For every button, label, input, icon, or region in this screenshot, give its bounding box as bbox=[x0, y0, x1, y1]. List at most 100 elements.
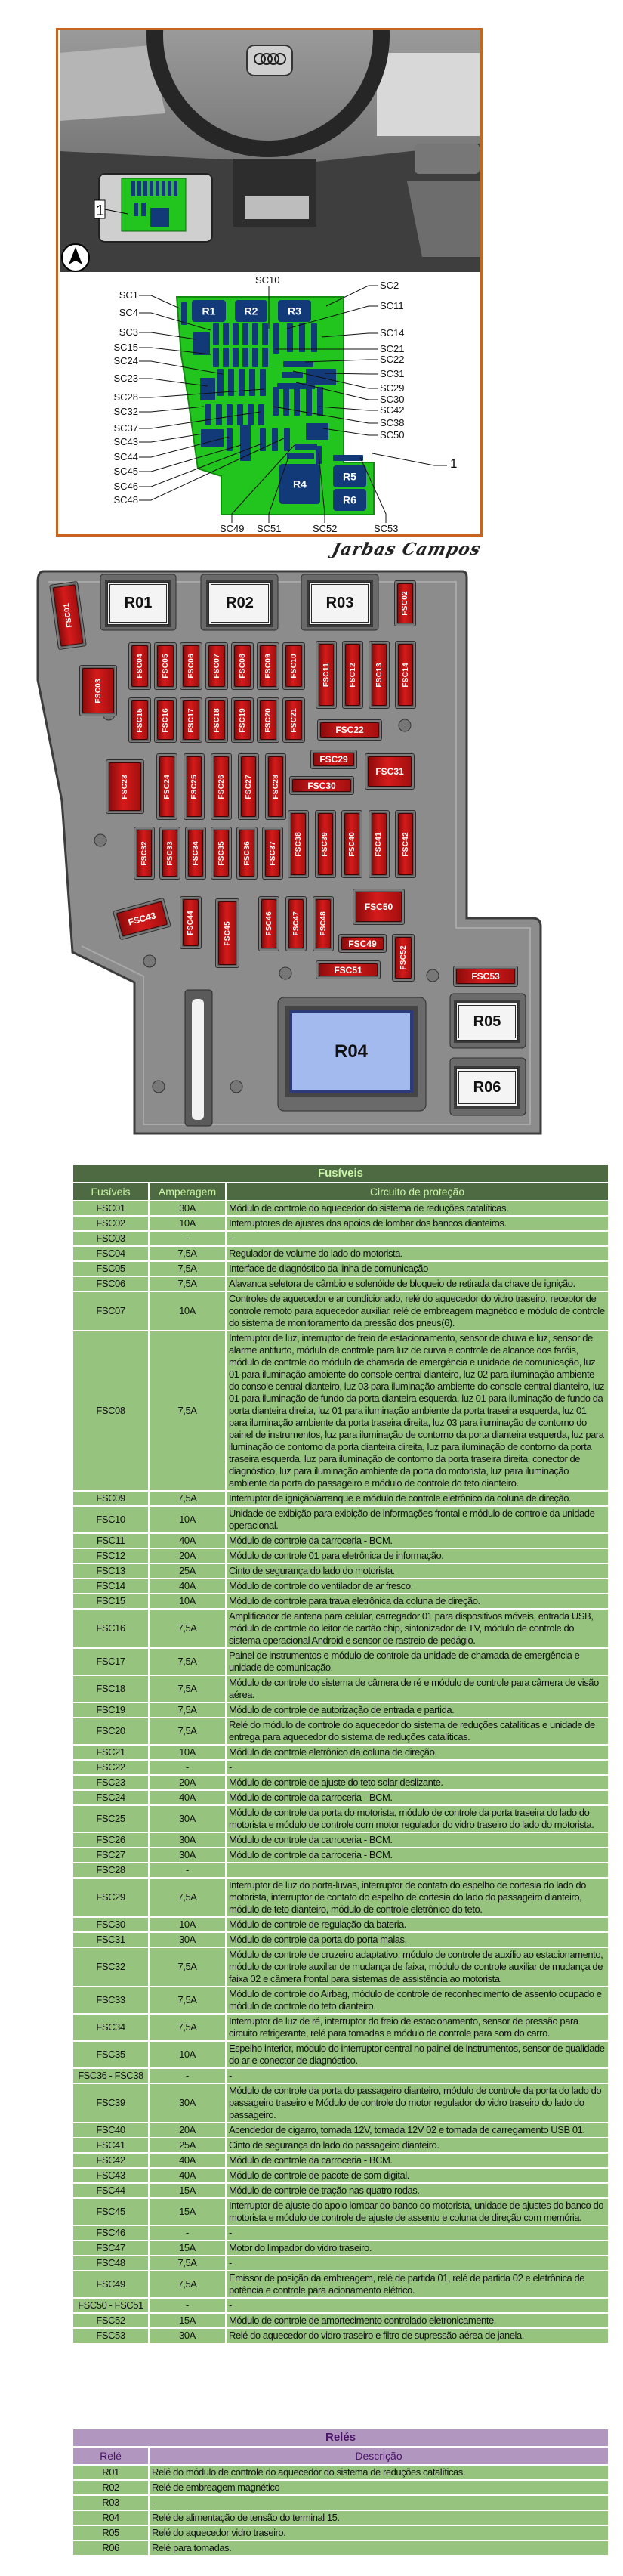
fuse-fsc05[interactable]: FSC05 bbox=[157, 645, 174, 687]
fuse-fsc39[interactable]: FSC39 bbox=[317, 813, 333, 875]
fuse-fsc24[interactable]: FSC24 bbox=[159, 756, 174, 817]
fuse-label: FSC22 bbox=[335, 725, 364, 735]
fuse-fsc29[interactable]: FSC29 bbox=[313, 753, 354, 766]
fuse-fsc35[interactable]: FSC35 bbox=[214, 830, 229, 877]
table-row: FSC28- bbox=[72, 1862, 609, 1879]
fuse-fsc25[interactable]: FSC25 bbox=[187, 756, 202, 817]
fuse-fsc48[interactable]: FSC48 bbox=[316, 899, 331, 948]
fuse-fsc27[interactable]: FSC27 bbox=[241, 756, 256, 817]
fuse-fsc31[interactable]: FSC31 bbox=[368, 756, 412, 787]
fuse-fsc08[interactable]: FSC08 bbox=[234, 645, 251, 687]
fuse-fsc17[interactable]: FSC17 bbox=[183, 700, 199, 740]
fuse-fsc14[interactable]: FSC14 bbox=[398, 644, 413, 706]
fuse-amperage: 15A bbox=[148, 2182, 227, 2199]
relay-r03[interactable]: R03 bbox=[307, 580, 373, 627]
fuse-fsc11[interactable]: FSC11 bbox=[319, 644, 334, 706]
fuse-fsc18[interactable]: FSC18 bbox=[208, 700, 225, 740]
fuse-id: FSC26 bbox=[72, 1832, 150, 1848]
fuse-circuit: Módulo de controle de regulação da bater… bbox=[225, 1916, 609, 1933]
fuse-fsc52[interactable]: FSC52 bbox=[395, 937, 412, 979]
fuse-fsc53[interactable]: FSC53 bbox=[456, 969, 515, 984]
fuse-fsc30[interactable]: FSC30 bbox=[292, 779, 351, 792]
fuse-fsc36[interactable]: FSC36 bbox=[239, 830, 254, 877]
fuse-fsc19[interactable]: FSC19 bbox=[234, 700, 251, 740]
schematic-label: SC38 bbox=[380, 417, 405, 428]
fuse-amperage: 40A bbox=[148, 2152, 227, 2169]
fuse-fsc22[interactable]: FSC22 bbox=[320, 722, 379, 738]
fuse-amperage: 10A bbox=[148, 1744, 227, 1761]
fuse-label: FSC39 bbox=[321, 831, 329, 857]
fuse-label: FSC34 bbox=[191, 840, 200, 866]
fuse-fsc23[interactable]: FSC23 bbox=[109, 762, 141, 811]
fuse-circuit: Painel de instrumentos e módulo de contr… bbox=[225, 1647, 609, 1676]
fuse-fsc03[interactable]: FSC03 bbox=[82, 668, 114, 713]
fuse-fsc12[interactable]: FSC12 bbox=[345, 644, 360, 706]
fuse-circuit: - bbox=[225, 2067, 609, 2084]
fuse-id: FSC39 bbox=[72, 2083, 150, 2123]
fuse-fsc07[interactable]: FSC07 bbox=[208, 645, 225, 687]
fuse-fsc06[interactable]: FSC06 bbox=[183, 645, 199, 687]
fuse-fsc26[interactable]: FSC26 bbox=[214, 756, 229, 817]
fuse-fsc40[interactable]: FSC40 bbox=[344, 813, 359, 875]
fuse-id: FSC28 bbox=[72, 1862, 150, 1879]
fuse-id: FSC04 bbox=[72, 1245, 150, 1262]
fuse-id: FSC27 bbox=[72, 1847, 150, 1863]
fuse-id: FSC01 bbox=[72, 1200, 150, 1217]
fuse-fsc09[interactable]: FSC09 bbox=[260, 645, 276, 687]
fuse-fsc15[interactable]: FSC15 bbox=[131, 700, 148, 740]
relay-r05[interactable]: R05 bbox=[454, 1000, 520, 1043]
fuse-amperage: 7,5A bbox=[148, 1330, 227, 1492]
fuse-circuit: Módulo de controle da carroceria - BCM. bbox=[225, 1847, 609, 1863]
fuse-fsc51[interactable]: FSC51 bbox=[319, 963, 378, 976]
fuse-label: FSC38 bbox=[294, 831, 303, 857]
fuse-amperage: - bbox=[148, 2225, 227, 2241]
fuse-fsc33[interactable]: FSC33 bbox=[162, 830, 177, 877]
fuse-fsc42[interactable]: FSC42 bbox=[398, 813, 413, 875]
table-row: FSC03-- bbox=[72, 1230, 609, 1247]
fuse-fsc20[interactable]: FSC20 bbox=[260, 700, 276, 740]
fuse-label: FSC04 bbox=[135, 654, 144, 679]
relay-id: R02 bbox=[72, 2479, 150, 2496]
fuse-fsc34[interactable]: FSC34 bbox=[188, 830, 203, 877]
fuse-fsc50[interactable]: FSC50 bbox=[356, 892, 402, 922]
fuse-id: FSC47 bbox=[72, 2240, 150, 2256]
fuse-fsc16[interactable]: FSC16 bbox=[157, 700, 174, 740]
fuse-fsc44[interactable]: FSC44 bbox=[183, 899, 199, 946]
relay-r04[interactable]: R04 bbox=[285, 1006, 418, 1097]
fuse-fsc38[interactable]: FSC38 bbox=[291, 813, 306, 875]
fuse-id: FSC13 bbox=[72, 1563, 150, 1579]
fuse-id: FSC24 bbox=[72, 1789, 150, 1806]
fuse-fsc45[interactable]: FSC45 bbox=[218, 901, 236, 965]
schematic-label: SC48 bbox=[113, 494, 138, 506]
fuse-fsc28[interactable]: FSC28 bbox=[268, 756, 283, 817]
fuse-fsc21[interactable]: FSC21 bbox=[285, 700, 302, 740]
fuse-fsc46[interactable]: FSC46 bbox=[261, 899, 276, 948]
fuse-circuit: Módulo de controle de cruzeiro adaptativ… bbox=[225, 1947, 609, 1987]
fuse-fsc41[interactable]: FSC41 bbox=[371, 813, 387, 875]
fuse-fsc02[interactable]: FSC02 bbox=[397, 583, 413, 623]
fuse-fsc43[interactable]: FSC43 bbox=[116, 901, 168, 937]
schematic-label: SC53 bbox=[374, 523, 399, 534]
fuse-fsc37[interactable]: FSC37 bbox=[265, 830, 280, 877]
fuse-fsc13[interactable]: FSC13 bbox=[372, 644, 387, 706]
fuse-fsc47[interactable]: FSC47 bbox=[288, 899, 304, 948]
fuse-circuit: Módulo de controle da carroceria - BCM. bbox=[225, 1532, 609, 1549]
relay-r06[interactable]: R06 bbox=[454, 1066, 520, 1109]
fuse-fsc10[interactable]: FSC10 bbox=[285, 645, 302, 687]
relay-r01[interactable]: R01 bbox=[105, 580, 171, 627]
fuse-fsc49[interactable]: FSC49 bbox=[341, 937, 384, 950]
relay-id: R01 bbox=[72, 2464, 150, 2481]
fuse-amperage: 10A bbox=[148, 1593, 227, 1610]
fuse-id: FSC15 bbox=[72, 1593, 150, 1610]
fuse-fsc32[interactable]: FSC32 bbox=[137, 830, 152, 877]
fuse-label: FSC42 bbox=[401, 831, 410, 857]
relay-r02[interactable]: R02 bbox=[206, 580, 273, 627]
fuse-fsc04[interactable]: FSC04 bbox=[131, 645, 148, 687]
